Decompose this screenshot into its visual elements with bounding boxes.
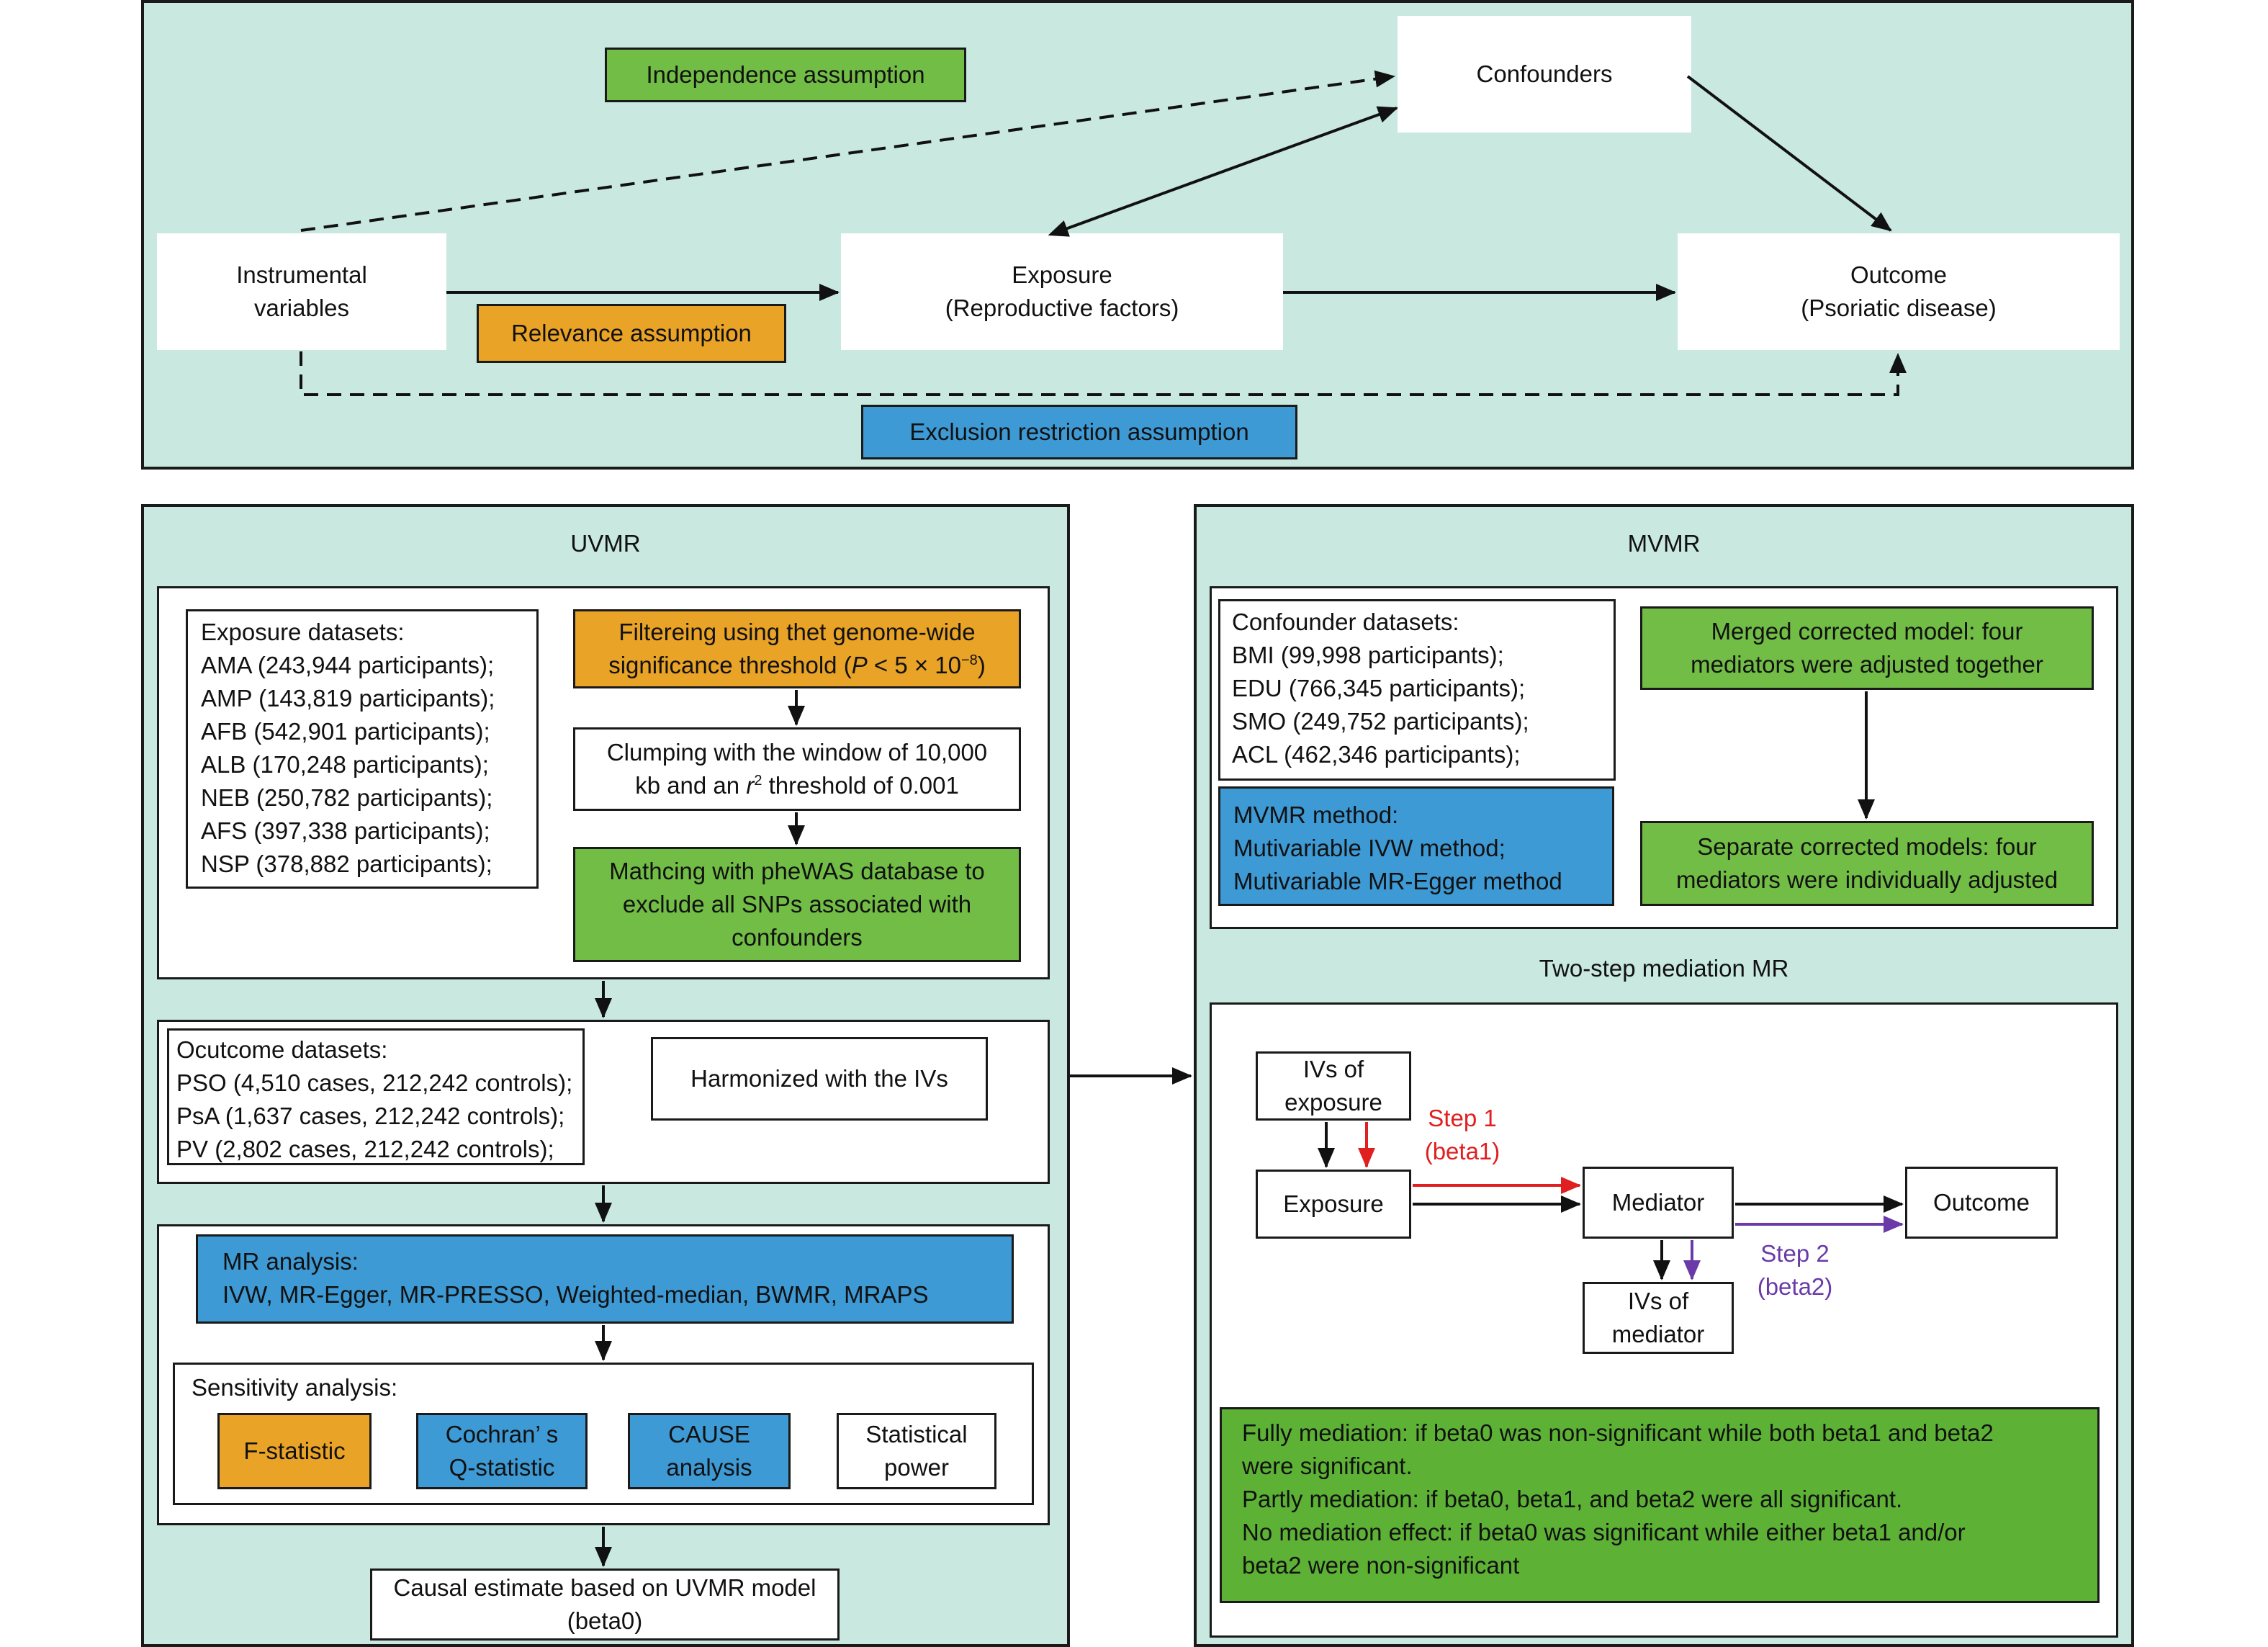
statistical-power-box: Statistical power [837, 1413, 996, 1489]
mediator-box: Mediator [1583, 1167, 1734, 1239]
iv-to-confounders-dashed-arrow [300, 70, 1395, 232]
phewas-matching-box: Mathcing with pheWAS database to exclude… [573, 847, 1021, 962]
mediation-conclusions-box: Fully mediation: if beta0 was non-signif… [1220, 1407, 2100, 1603]
mr-analysis-box: MR analysis: IVW, MR-Egger, MR-PRESSO, W… [196, 1234, 1014, 1324]
cochran-q-box: Cochran’ s Q-statistic [416, 1413, 588, 1489]
step1-label: Step 1 (beta1) [1424, 1105, 1500, 1164]
f-statistic-box: F-statistic [217, 1413, 372, 1489]
confounders-exposure-bidirectional-arrow [1048, 106, 1398, 237]
exclusion-restriction-dashed-arrow [300, 351, 1907, 396]
harmonized-box: Harmonized with the IVs [651, 1037, 988, 1121]
sensitivity-analysis-header: Sensitivity analysis: [192, 1374, 398, 1401]
exposure-datasets-box: Exposure datasets: AMA (243,944 particip… [186, 609, 539, 889]
cause-analysis-box: CAUSE analysis [628, 1413, 791, 1489]
mediation-exposure-box: Exposure [1256, 1170, 1411, 1239]
mediation-title: Two-step mediation MR [1539, 955, 1789, 982]
genome-wide-filter-box: Filtereing using thet genome-wide signif… [573, 609, 1021, 688]
independence-assumption-label: Independence assumption [605, 48, 966, 102]
uvmr-title: UVMR [570, 530, 641, 557]
mediation-outcome-box: Outcome [1905, 1167, 2058, 1239]
mvmr-title: MVMR [1627, 530, 1701, 557]
outcome-node: Outcome (Psoriatic disease) [1678, 233, 2120, 350]
instrumental-variables-node: Instrumental variables [157, 233, 446, 350]
confounder-datasets-box: Confounder datasets: BMI (99,998 partici… [1218, 599, 1616, 781]
confounders-node: Confounders [1398, 16, 1691, 133]
merged-model-box: Merged corrected model: four mediators w… [1640, 606, 2094, 690]
clumping-box: Clumping with the window of 10,000 kb an… [573, 727, 1021, 811]
separate-models-box: Separate corrected models: four mediator… [1640, 821, 2094, 906]
exclusion-restriction-label: Exclusion restriction assumption [861, 405, 1297, 459]
ivs-of-exposure-box: IVs of exposure [1256, 1051, 1411, 1121]
outcome-datasets-box: Ocutcome datasets: PSO (4,510 cases, 212… [167, 1028, 585, 1165]
causal-estimate-box: Causal estimate based on UVMR model (bet… [370, 1569, 840, 1641]
mvmr-method-box: MVMR method: Mutivariable IVW method; Mu… [1218, 786, 1614, 906]
relevance-assumption-label: Relevance assumption [477, 304, 786, 363]
exposure-node: Exposure (Reproductive factors) [841, 233, 1283, 350]
ivs-of-mediator-box: IVs of mediator [1583, 1282, 1734, 1354]
confounders-to-outcome-arrow [1686, 75, 1892, 232]
step2-label: Step 2 (beta2) [1757, 1240, 1833, 1300]
